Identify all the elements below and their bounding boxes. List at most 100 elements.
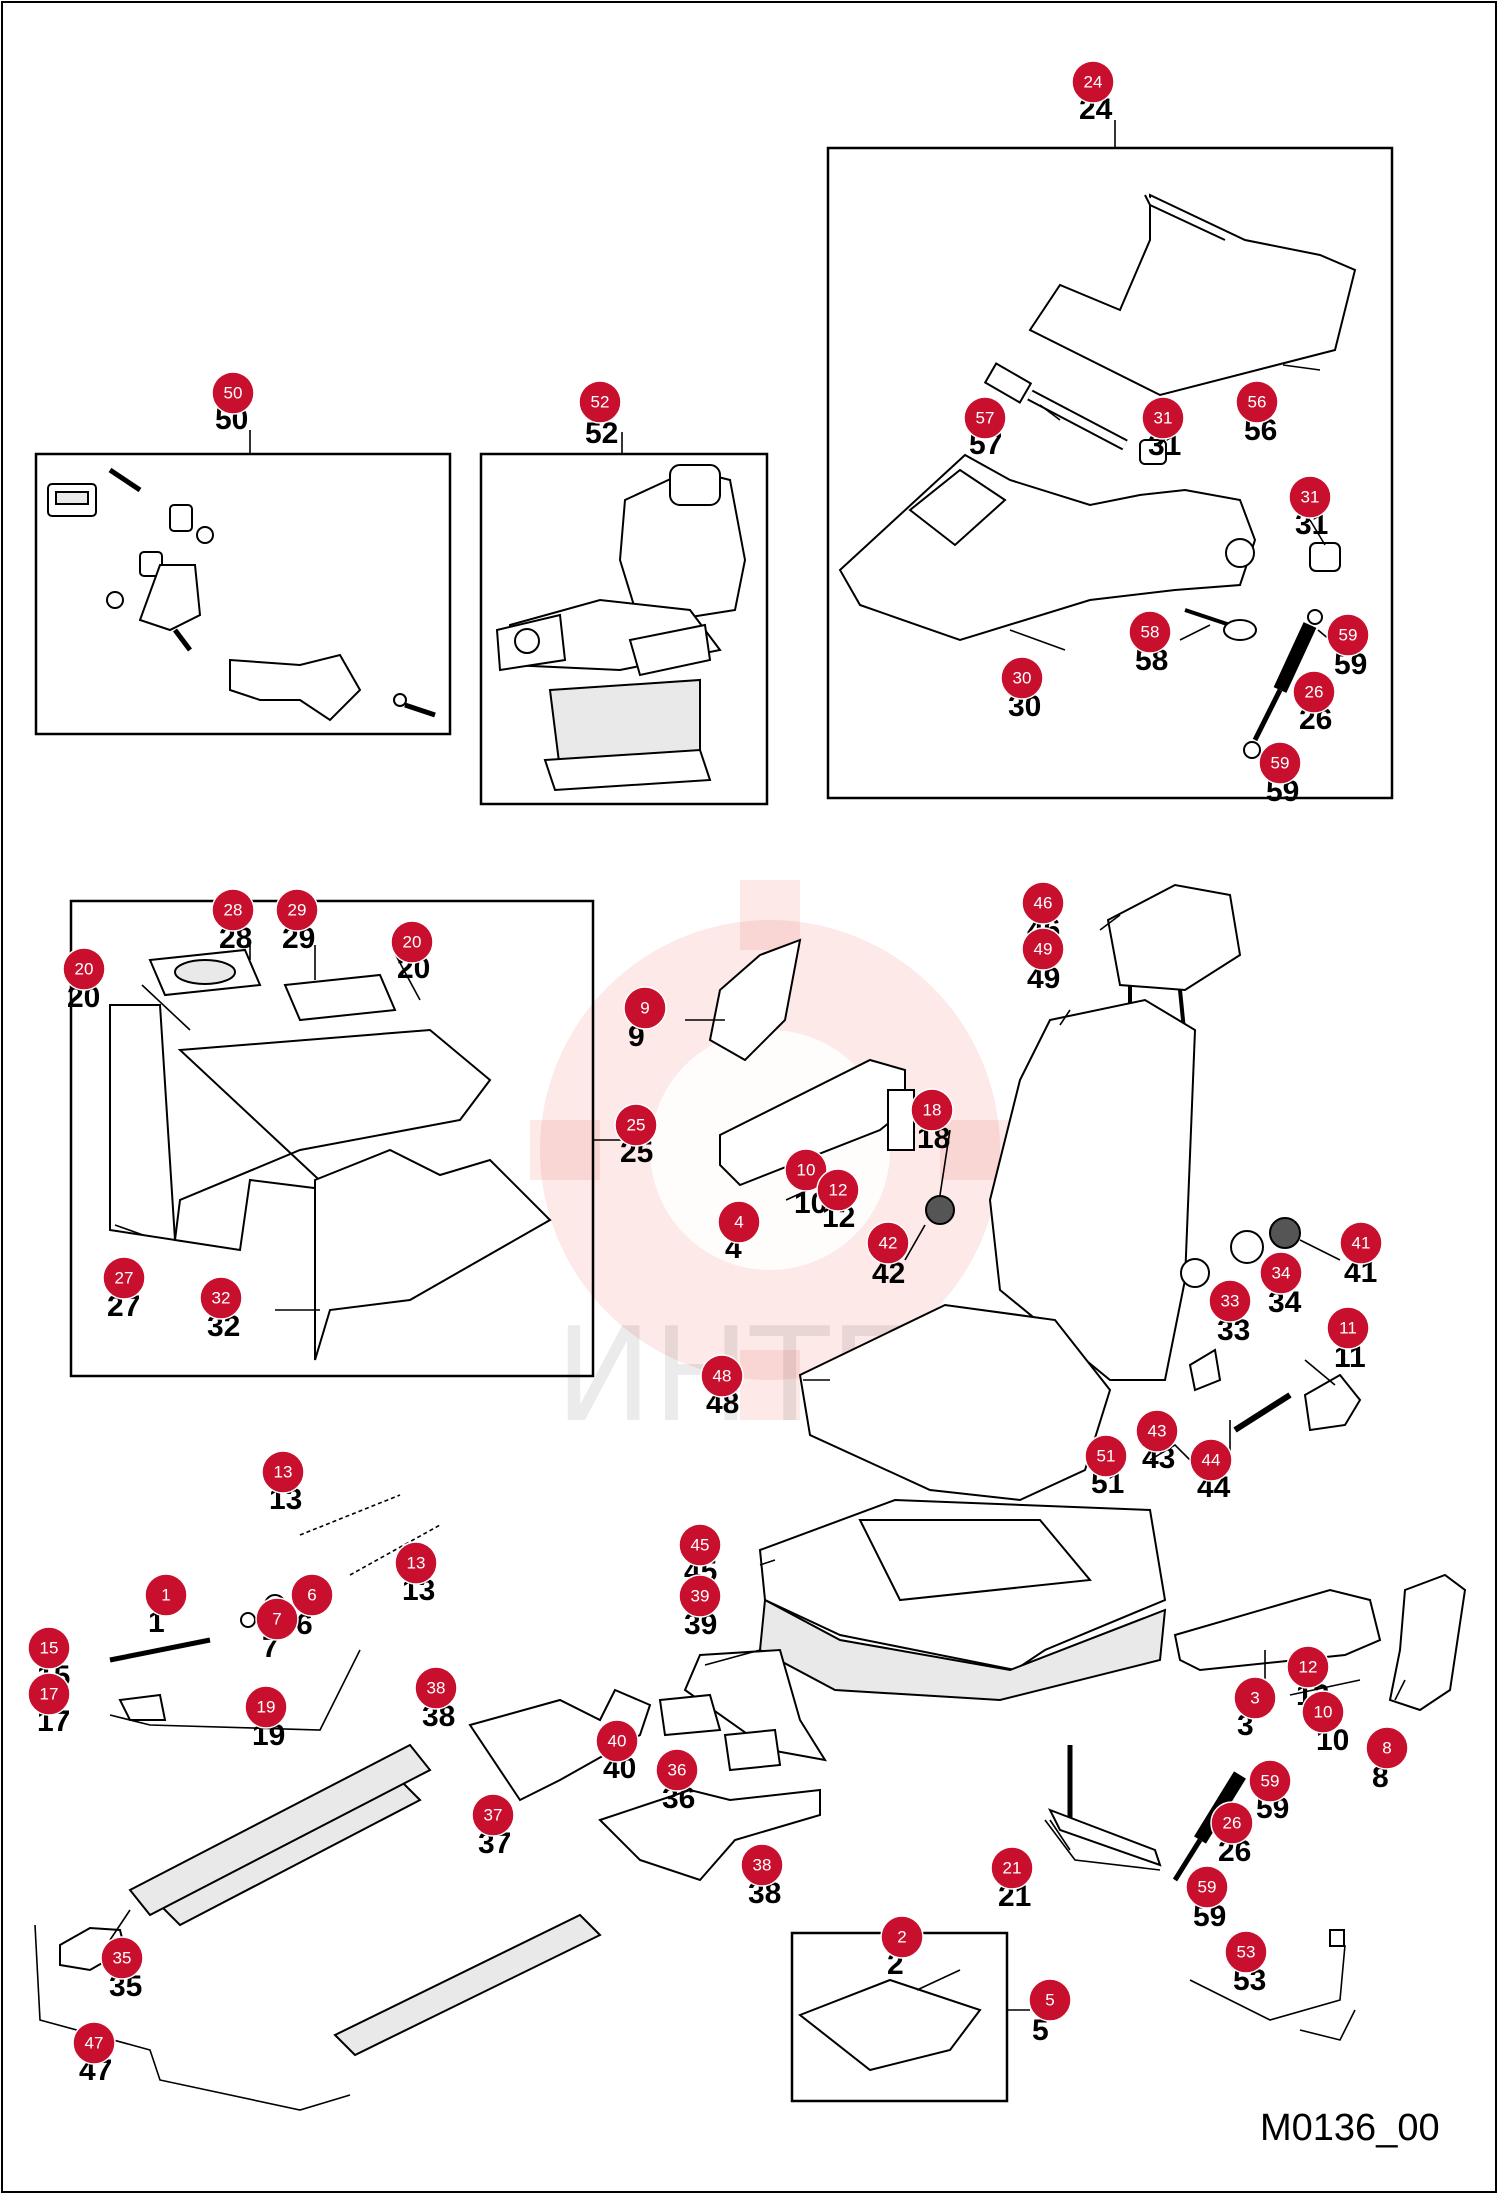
shaft-57 — [983, 362, 1128, 451]
callout-badge-c33[interactable]: 33 — [1208, 1279, 1252, 1323]
callout-badge-c10b[interactable]: 10 — [1301, 1690, 1345, 1734]
callout-badge-label: 46 — [1034, 894, 1053, 913]
callout-badge-c9[interactable]: 9 — [623, 986, 667, 1030]
callout-badge-c3[interactable]: 3 — [1233, 1676, 1277, 1720]
seat-cushion-48 — [798, 1303, 1112, 1502]
callout-badge-c20b[interactable]: 20 — [390, 920, 434, 964]
callout-badge-c21[interactable]: 21 — [990, 1846, 1034, 1890]
callout-badge-label: 11 — [1339, 1319, 1357, 1338]
callout-badge-label: 30 — [1013, 669, 1032, 688]
callout-number-c5: 5 — [1032, 2014, 1049, 2047]
callout-badge-c59b[interactable]: 59 — [1258, 741, 1302, 785]
callout-badge-c11[interactable]: 11 — [1326, 1306, 1370, 1350]
callout-badge-label: 43 — [1148, 1422, 1167, 1441]
callout-badge-c59d[interactable]: 59 — [1185, 1865, 1229, 1909]
callout-badge-label: 8 — [1382, 1739, 1391, 1758]
detail-frame-25 — [69, 899, 625, 1378]
callout-badge-c19[interactable]: 19 — [244, 1685, 288, 1729]
callout-badge-c27[interactable]: 27 — [102, 1256, 146, 1300]
callout-badge-label: 58 — [1141, 623, 1160, 642]
callout-badge-label: 34 — [1272, 1264, 1291, 1283]
callout-badge-c44[interactable]: 44 — [1189, 1438, 1233, 1482]
dashed-group-outlines — [34, 1649, 1161, 2111]
callout-badge-c10a[interactable]: 10 — [784, 1148, 828, 1192]
callout-badge-c49[interactable]: 49 — [1021, 927, 1065, 971]
callout-badge-c25[interactable]: 25 — [614, 1103, 658, 1147]
callout-badge-c51[interactable]: 51 — [1084, 1434, 1128, 1478]
detail-frame-50 — [34, 430, 452, 736]
callout-badge-c42[interactable]: 42 — [866, 1221, 910, 1265]
seat-base-frame-45 — [758, 1498, 1167, 1702]
callout-badge-c34[interactable]: 34 — [1259, 1251, 1303, 1295]
mechanism-plate-38 — [468, 1688, 821, 1882]
callout-badge-label: 13 — [407, 1554, 426, 1573]
callout-badge-c50[interactable]: 50 — [211, 371, 255, 415]
callout-badge-c12b[interactable]: 12 — [1286, 1645, 1330, 1689]
recline-mechanism — [1180, 1217, 1362, 1433]
callout-badge-c59c[interactable]: 59 — [1248, 1759, 1292, 1803]
callout-badge-c24[interactable]: 24 — [1071, 60, 1115, 104]
callout-badge-c4[interactable]: 4 — [717, 1200, 761, 1244]
callout-badge-c32[interactable]: 32 — [199, 1276, 243, 1320]
callout-badge-c7[interactable]: 7 — [255, 1597, 299, 1641]
callout-badge-c59a[interactable]: 59 — [1326, 613, 1370, 657]
callout-badge-c15[interactable]: 15 — [27, 1626, 71, 1670]
callout-badge-c40[interactable]: 40 — [595, 1719, 639, 1763]
callout-badge-c36[interactable]: 36 — [655, 1748, 699, 1792]
callout-badge-label: 39 — [691, 1587, 710, 1606]
callout-badge-c13b[interactable]: 13 — [394, 1541, 438, 1585]
callout-badge-c17[interactable]: 17 — [27, 1672, 71, 1716]
console-cover-assembly — [109, 948, 552, 1361]
callout-badge-c6[interactable]: 6 — [290, 1573, 334, 1617]
callout-badge-label: 47 — [85, 2034, 104, 2053]
callout-badge-c45[interactable]: 45 — [678, 1523, 722, 1567]
callout-badge-c29[interactable]: 29 — [275, 888, 319, 932]
seat-pan-plate — [1028, 193, 1357, 397]
callout-badge-c37[interactable]: 37 — [471, 1793, 515, 1837]
callout-badge-c58[interactable]: 58 — [1128, 610, 1172, 654]
callout-badge-c18[interactable]: 18 — [910, 1088, 954, 1132]
callout-badge-label: 36 — [668, 1761, 687, 1780]
callout-badge-c31b[interactable]: 31 — [1288, 475, 1332, 519]
callout-badge-label: 53 — [1237, 1943, 1256, 1962]
callout-badge-c8[interactable]: 8 — [1365, 1726, 1409, 1770]
callout-badge-c47[interactable]: 47 — [72, 2021, 116, 2065]
callout-badge-c30[interactable]: 30 — [1000, 656, 1044, 700]
callout-badge-label: 18 — [923, 1101, 942, 1120]
callout-badge-c1[interactable]: 1 — [144, 1573, 188, 1617]
callout-badge-c26b[interactable]: 26 — [1210, 1801, 1254, 1845]
callout-badge-c48[interactable]: 48 — [700, 1354, 744, 1398]
callout-badge-c38b[interactable]: 38 — [740, 1843, 784, 1887]
callout-badge-label: 27 — [115, 1269, 134, 1288]
callout-badge-label: 57 — [976, 409, 995, 428]
callout-badge-label: 3 — [1250, 1689, 1259, 1708]
callout-badge-label: 37 — [484, 1806, 503, 1825]
bushing-31-upper — [1139, 439, 1167, 465]
armrest-left-4 — [708, 938, 915, 1187]
callout-badge-c38a[interactable]: 38 — [414, 1666, 458, 1710]
callout-badge-c39[interactable]: 39 — [678, 1574, 722, 1618]
callout-badge-c20a[interactable]: 20 — [62, 947, 106, 991]
springs-13 — [299, 1494, 441, 1576]
callout-badge-c53[interactable]: 53 — [1224, 1930, 1268, 1974]
callout-badge-c5[interactable]: 5 — [1028, 1978, 1072, 2022]
callout-badge-c43[interactable]: 43 — [1135, 1409, 1179, 1453]
callout-badge-label: 19 — [257, 1698, 276, 1717]
callout-badge-label: 24 — [1084, 73, 1103, 92]
callout-badge-c26a[interactable]: 26 — [1292, 670, 1336, 714]
callout-badge-c13a[interactable]: 13 — [261, 1450, 305, 1494]
callout-badge-label: 2 — [897, 1928, 906, 1947]
callout-badge-c56[interactable]: 56 — [1235, 380, 1279, 424]
base-frame-30 — [838, 453, 1257, 642]
callout-badge-c41[interactable]: 41 — [1339, 1221, 1383, 1265]
callout-badge-c52[interactable]: 52 — [578, 380, 622, 424]
callout-badge-c46[interactable]: 46 — [1021, 881, 1065, 925]
callout-badge-c12a[interactable]: 12 — [816, 1168, 860, 1212]
callout-badge-c2[interactable]: 2 — [880, 1915, 924, 1959]
callout-badge-c31a[interactable]: 31 — [1141, 396, 1185, 440]
callout-badge-label: 10 — [797, 1161, 816, 1180]
callout-badge-c35[interactable]: 35 — [100, 1936, 144, 1980]
callout-badge-c28[interactable]: 28 — [211, 888, 255, 932]
callout-badge-c57[interactable]: 57 — [963, 396, 1007, 440]
